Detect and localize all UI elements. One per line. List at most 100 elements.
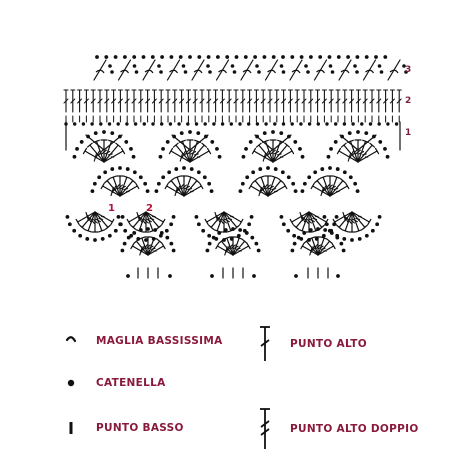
row-number-2: 2 xyxy=(405,96,412,106)
chain-stitch xyxy=(402,64,406,68)
stitch-cross-bar xyxy=(179,152,184,162)
stitch-top-bar xyxy=(104,224,111,230)
chain-stitch xyxy=(160,122,164,126)
treble-crochet-stitch xyxy=(145,211,164,223)
single-crochet-stitch xyxy=(171,134,191,151)
treble-crochet-stitch xyxy=(189,150,210,163)
stitch-cross-bar xyxy=(190,150,197,155)
stitch-cross-bar xyxy=(309,218,315,223)
chain-stitch xyxy=(342,170,347,175)
chain-stitch xyxy=(169,222,174,227)
chain-stitch xyxy=(167,170,172,175)
stitch-cross-bar xyxy=(358,150,365,155)
treble-crochet-stitch xyxy=(119,176,128,197)
chain-stitch xyxy=(334,214,339,219)
chain-stitch xyxy=(307,175,312,180)
chain-stitch xyxy=(356,130,360,134)
chain-stitch xyxy=(229,122,233,126)
chain-stitch xyxy=(258,167,263,171)
chain-stitch xyxy=(159,231,164,235)
chain-stitch xyxy=(90,122,94,126)
stitch-cross-bar xyxy=(111,185,117,194)
treble-crochet-stitch xyxy=(223,211,232,232)
chain-stitch xyxy=(110,70,114,74)
stitch-cross-bar xyxy=(199,98,205,104)
stitch-top-bar xyxy=(252,178,259,184)
stitch-cross-bar xyxy=(136,211,140,222)
chain-stitch xyxy=(138,175,143,180)
treble-crochet-stitch xyxy=(272,144,288,163)
treble-crochet-stitch xyxy=(94,211,109,228)
chain-stitch xyxy=(256,248,261,253)
single-crochet-stitch xyxy=(85,134,105,151)
chain-stitch xyxy=(286,228,291,233)
legend-label-double-crochet: PUNTO ALTO xyxy=(290,338,367,350)
chain-stitch xyxy=(171,248,176,253)
treble-crochet-stitch xyxy=(312,185,331,197)
chain-stitch xyxy=(293,140,298,144)
stitch-cross-bar xyxy=(281,98,287,104)
chain-stitch xyxy=(81,122,86,126)
chain-stitch xyxy=(281,222,286,227)
chain-stitch xyxy=(355,55,360,59)
treble-crochet-stitch xyxy=(308,211,317,232)
stitch-cross-bar xyxy=(349,98,355,104)
stitch-cross-bar xyxy=(187,149,193,155)
treble-crochet-stitch xyxy=(103,150,124,163)
chain-stitch xyxy=(189,167,194,171)
stitch-cross-bar xyxy=(181,184,187,190)
chain-stitch xyxy=(181,64,186,68)
stitch-cross-bar xyxy=(312,217,318,220)
chain-stitch xyxy=(230,64,235,68)
chain-stitch xyxy=(293,189,298,194)
stitch-cross-bar xyxy=(145,98,151,104)
chain-stitch xyxy=(196,131,201,136)
stitch-cross-bar xyxy=(369,98,375,104)
treble-crochet-stitch xyxy=(267,185,286,197)
stitch-cross-bar xyxy=(183,149,190,157)
single-crochet-stitch xyxy=(103,134,123,151)
chain-stitch xyxy=(271,130,275,134)
stitch-top-bar xyxy=(374,147,380,155)
stitch-cross-bar xyxy=(184,185,190,190)
stitch-cross-bar xyxy=(85,211,89,222)
treble-crochet-stitch xyxy=(112,176,121,197)
stitch-top-bar xyxy=(345,182,350,190)
chain-stitch xyxy=(290,55,295,59)
legend-item-chain: CATENELLA xyxy=(56,368,166,398)
chain-stitch xyxy=(171,214,176,219)
stitch-top-bar xyxy=(246,242,251,250)
chain-stitch xyxy=(103,170,108,175)
stitch-cross-bar xyxy=(110,186,114,197)
stitch-top-bar xyxy=(100,182,105,190)
chain-stitch xyxy=(339,241,344,246)
chain-stitch xyxy=(125,167,130,171)
stitch-cross-bar xyxy=(262,152,267,162)
treble-crochet-stitch xyxy=(135,240,149,256)
chain-stitch xyxy=(248,140,253,144)
chain-stitch xyxy=(145,189,150,194)
stitch-top-bar xyxy=(318,224,325,230)
stitch-cross-bar xyxy=(150,247,156,250)
treble-crochet-stitch xyxy=(220,240,234,256)
treble-crochet-stitch xyxy=(316,180,331,197)
treble-crochet-stitch xyxy=(308,211,327,223)
stitch-cross-bar xyxy=(321,185,327,194)
stitch-cross-bar xyxy=(143,218,149,224)
stitch-top-bar xyxy=(208,224,215,230)
chain-stitch xyxy=(174,167,179,171)
chain-stitch xyxy=(322,214,327,219)
treble-crochet-stitch xyxy=(351,211,360,232)
stitch-cross-bar xyxy=(362,98,368,104)
treble-crochet-stitch xyxy=(329,180,344,197)
chain-stitch xyxy=(252,274,256,278)
chain-stitch xyxy=(238,122,242,126)
single-crochet-stitch xyxy=(357,134,377,151)
slip-stitch-mark xyxy=(389,69,399,74)
stitch-cross-bar xyxy=(335,98,341,104)
chain-stitch xyxy=(320,167,325,171)
stitch-cross-bar xyxy=(92,218,98,224)
treble-crochet-stitch xyxy=(250,185,269,197)
treble-crochet-stitch xyxy=(84,150,105,163)
stitch-top-bar xyxy=(115,142,122,148)
